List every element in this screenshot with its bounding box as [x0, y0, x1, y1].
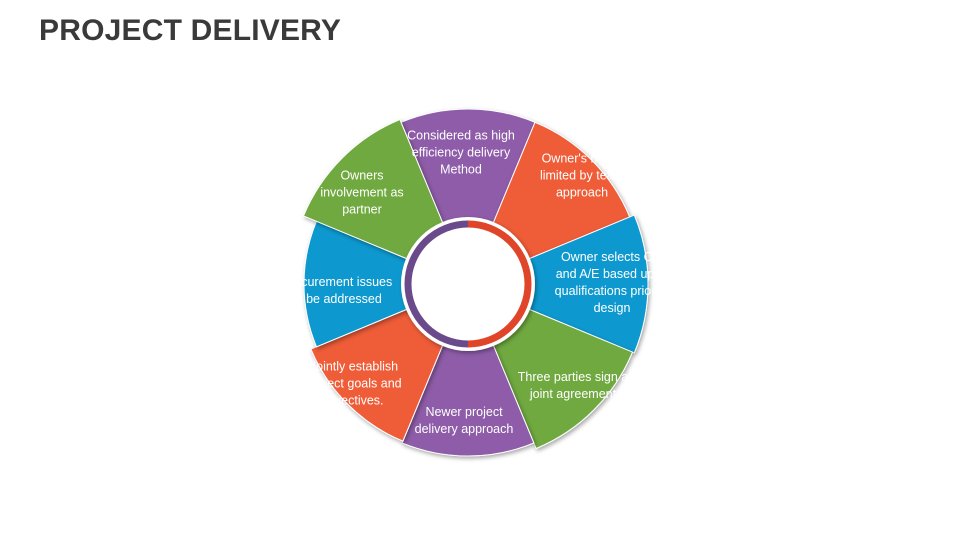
hub-ring-arc-purple: [404, 220, 469, 348]
hub-layer: [401, 217, 535, 351]
segment-label-line: approach: [556, 186, 608, 200]
segment-label-line: joint agreement: [529, 387, 617, 401]
segment-label-line: involvement as: [320, 186, 403, 200]
segment-label-line: Jointly establish: [310, 360, 398, 374]
segment-label-line: qualifications prior to: [555, 284, 670, 298]
segment-label-line: design: [594, 301, 631, 315]
hub-ring-arc-orange: [467, 220, 532, 348]
hub-center: [432, 248, 504, 320]
segment-label-line: Owners: [340, 169, 383, 183]
segment-label-line: Considered as high: [407, 129, 515, 143]
segment-label-line: Newer project: [425, 405, 503, 419]
segment-label-line: delivery approach: [415, 422, 514, 436]
segment-label-line: objectives.: [324, 394, 383, 408]
segment-label-line: Procurement issues: [282, 275, 392, 289]
segment-label-line: and A/E based upon: [556, 267, 669, 281]
segment-label-three-parties: Three parties sign a joint agreement: [518, 370, 629, 401]
segments-layer: [302, 108, 649, 457]
segment-label-line: Owner selects CM: [561, 250, 663, 264]
segment-label-line: partner: [342, 203, 382, 217]
segment-label-goals: Jointly establish project goals and object…: [306, 360, 401, 408]
segment-label-procurement: Procurement issues to be addressed: [282, 275, 392, 306]
segment-label-owner-selects: Owner selects CM and A/E based upon qualif…: [555, 250, 670, 315]
segment-label-owners-involvement: Owners involvement as partner: [320, 169, 403, 217]
segment-label-owners-risk: Owner's risk is limited by team approach: [540, 152, 624, 200]
segment-label-line: Owner's risk is: [542, 152, 623, 166]
segment-label-line: Three parties sign a: [518, 370, 629, 384]
segment-label-line: Method: [440, 163, 482, 177]
segment-label-line: to be addressed: [292, 292, 382, 306]
segment-label-line: limited by team: [540, 169, 624, 183]
page-title: PROJECT DELIVERY: [39, 14, 342, 47]
segment-label-newer-approach: Newer project delivery approach: [415, 405, 514, 436]
segment-label-line: project goals and: [306, 377, 401, 391]
segment-label-line: efficiency delivery: [412, 146, 511, 160]
